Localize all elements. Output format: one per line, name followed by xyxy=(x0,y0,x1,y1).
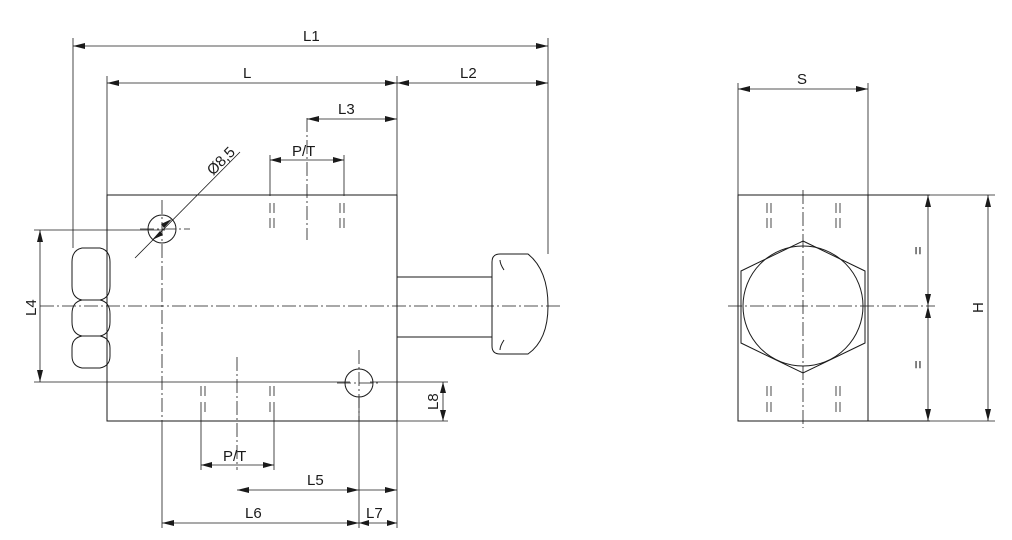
side-view: S = = H xyxy=(728,71,995,428)
handle xyxy=(397,253,549,355)
mounting-hole-bottom xyxy=(337,368,381,398)
dimension-port-bottom: P/T xyxy=(200,412,275,470)
label-L: L xyxy=(243,65,251,82)
label-H: H xyxy=(970,302,987,313)
dimension-L8: L8 xyxy=(370,381,448,422)
dimension-L4: L4 xyxy=(23,229,350,383)
dimension-L6: L6 xyxy=(161,398,360,528)
valve-body xyxy=(106,194,398,422)
mounting-hole-top xyxy=(140,214,190,244)
dimension-L: L xyxy=(106,65,398,195)
label-L5: L5 xyxy=(307,472,324,489)
dimension-L7: L7 xyxy=(359,505,397,526)
dimension-port-top: P/T xyxy=(269,143,345,196)
dimension-H: H xyxy=(930,194,995,422)
dimension-L2: L2 xyxy=(397,65,548,86)
label-L3: L3 xyxy=(338,101,355,118)
label-S: S xyxy=(797,71,807,88)
label-port-top: P/T xyxy=(292,143,315,160)
port-hidden-lines-bottom xyxy=(200,386,275,412)
label-L4: L4 xyxy=(23,299,40,316)
label-L7: L7 xyxy=(366,505,383,522)
label-hole-diameter: Ø8,5 xyxy=(204,144,239,179)
label-equal-top: = xyxy=(910,246,927,255)
dimension-equal-split: = = xyxy=(910,195,931,421)
label-L8: L8 xyxy=(425,393,442,410)
dimension-hole-diameter: Ø8,5 xyxy=(134,144,241,259)
dimension-L5: L5 xyxy=(237,421,398,528)
label-L1: L1 xyxy=(303,28,320,45)
label-L6: L6 xyxy=(245,505,262,522)
side-hidden-lines xyxy=(766,203,841,412)
hex-nut xyxy=(71,247,111,369)
front-view: L1 L L2 L3 xyxy=(23,28,560,528)
dimension-L1: L1 xyxy=(72,28,549,254)
label-L2: L2 xyxy=(460,65,477,82)
dimension-L3: L3 xyxy=(307,101,397,122)
port-hidden-lines-top xyxy=(269,203,345,228)
label-equal-bottom: = xyxy=(910,360,927,369)
dimension-S: S xyxy=(737,71,869,195)
label-port-bottom: P/T xyxy=(223,448,246,465)
